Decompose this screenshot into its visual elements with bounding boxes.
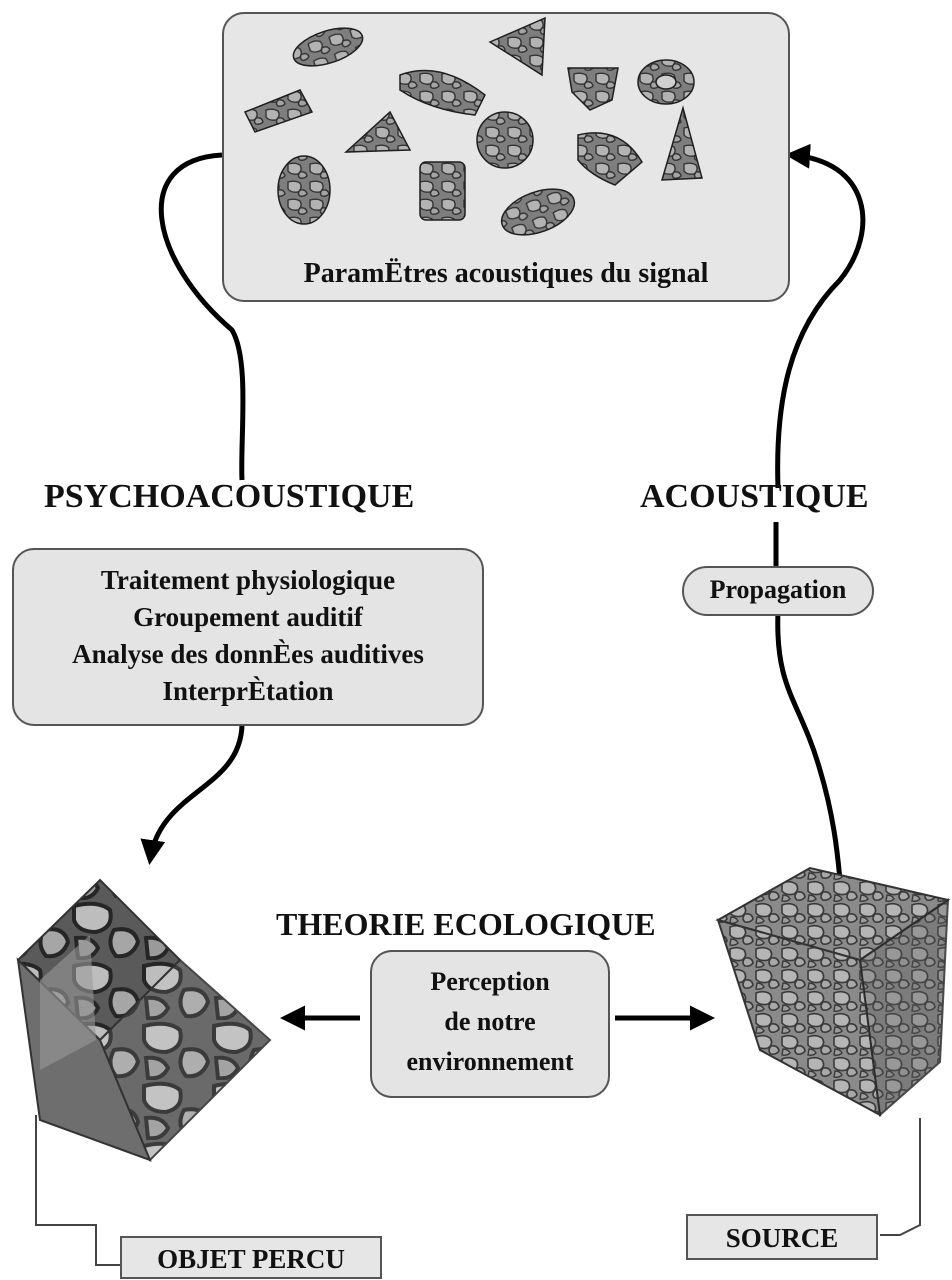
source-text: SOURCE: [725, 1223, 839, 1253]
psycho-line-4: InterprÈtation: [162, 676, 334, 706]
acoustique-heading: ACOUSTIQUE: [640, 478, 869, 515]
objet-callout-line: [35, 1115, 120, 1266]
flat-disc-shape: [500, 188, 576, 236]
perception-line-2: de notre: [444, 1007, 536, 1036]
wedge-shape: [577, 132, 643, 186]
psycho-line-3: Analyse des donnÈes auditives: [72, 639, 424, 669]
propagation-label: Propagation: [709, 575, 847, 604]
disc-shape: [292, 27, 364, 67]
acoustic-parameters-label: ParamËtres acoustiques du signal: [303, 258, 709, 289]
psychoacoustique-heading: PSYCHOACOUSTIQUE: [44, 478, 415, 515]
cylinder-shape: [399, 69, 486, 116]
perception-line-3: environnement: [406, 1047, 574, 1076]
egg-shape: [277, 155, 331, 225]
psycho-line-2: Groupement auditif: [133, 602, 363, 632]
sphere-shape: [476, 111, 534, 169]
pyramid-shape: [343, 110, 412, 153]
tall-cone-shape: [660, 105, 703, 181]
source-cube: [715, 866, 951, 1117]
ecologique-heading: THEORIE ECOLOGIQUE: [276, 906, 656, 942]
perception-box: Perception de notre environnement: [370, 950, 610, 1098]
block-shape: [419, 161, 466, 221]
shapes-overlay: [243, 16, 703, 236]
objet-percu-label: OBJET PERCU: [120, 1236, 382, 1279]
left-lower-connector: [140, 724, 245, 865]
left-curve-connector: [158, 152, 246, 481]
perception-line-1: Perception: [430, 967, 550, 996]
source-label: SOURCE: [686, 1214, 878, 1260]
source-callout-line: [880, 1118, 921, 1236]
propagation-box: Propagation: [682, 566, 874, 616]
perceived-object-cube: [16, 878, 272, 1162]
log-shape: [243, 89, 314, 133]
pentagon-shape: [567, 67, 619, 111]
objet-percu-text: OBJET PERCU: [157, 1244, 345, 1274]
right-upper-connector: [775, 143, 866, 489]
cone-shape: [488, 16, 546, 77]
right-lower-connector: [775, 611, 843, 881]
psychoacoustique-box: Traitement physiologique Groupement audi…: [12, 548, 484, 726]
psycho-line-1: Traitement physiologique: [100, 565, 396, 595]
